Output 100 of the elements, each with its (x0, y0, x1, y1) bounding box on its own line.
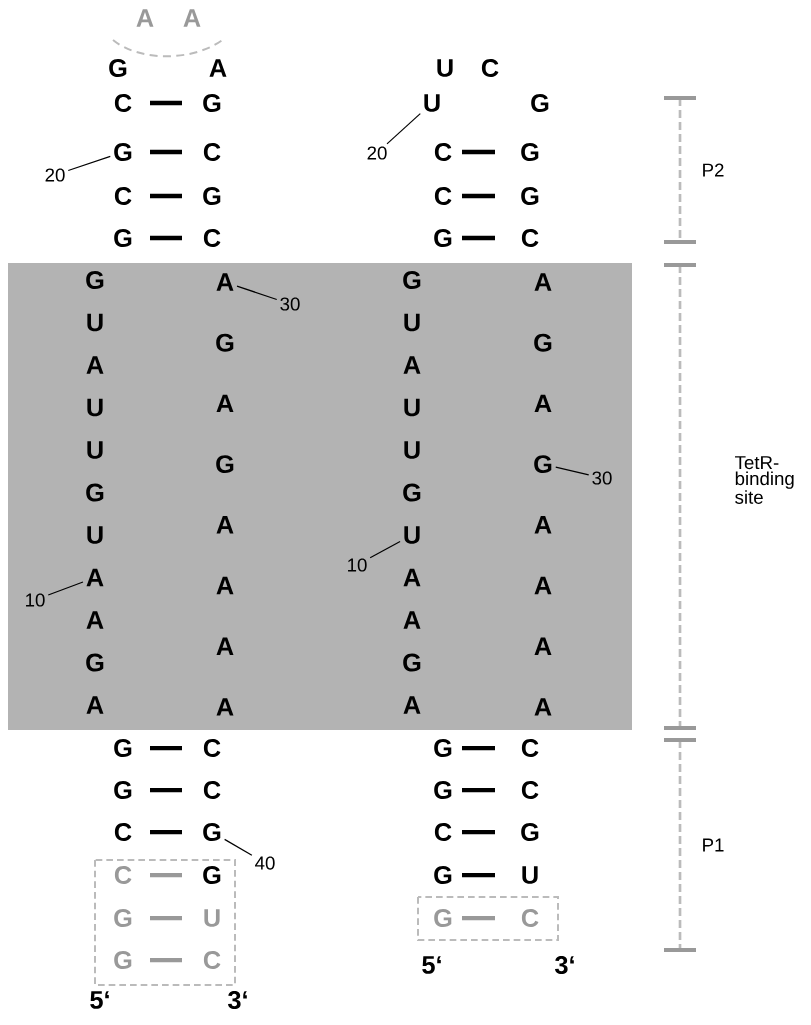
base-letter: U (404, 441, 420, 459)
base-letter: G (531, 94, 549, 112)
base-letter: A (216, 576, 234, 595)
base-letter: U (522, 866, 538, 884)
base-letter: G (114, 229, 132, 247)
base-letter: A (534, 273, 552, 291)
base-letter: C (521, 739, 539, 757)
base-letter: C (434, 143, 452, 161)
base-letter: G (203, 823, 221, 841)
base-letter: G (114, 143, 132, 161)
base-letter: G (521, 187, 539, 205)
base-letter: A (534, 394, 552, 413)
base-letter: G (534, 455, 552, 474)
base-letter: A (216, 394, 234, 413)
base-letter: G (216, 333, 234, 352)
base-letter: U (87, 526, 103, 544)
base-letter: A (183, 9, 201, 27)
base-letter: C (114, 187, 132, 205)
base-letter: C (481, 59, 499, 77)
position-number: 20 (367, 146, 387, 160)
base-letter: G (86, 483, 104, 502)
base-letter: G (203, 187, 221, 205)
base-letter: A (534, 698, 552, 716)
base-letter: A (86, 696, 104, 714)
base-letter: U (87, 313, 103, 332)
base-letter: U (87, 398, 103, 417)
base-letter: U (437, 59, 453, 77)
base-letter: A (216, 637, 234, 655)
base-letter: A (216, 516, 234, 534)
base-letter: G (86, 653, 104, 672)
base-letter: G (534, 333, 552, 352)
base-letter: G (434, 866, 452, 884)
base-letter: A (403, 568, 421, 587)
base-letter: C (521, 909, 539, 927)
base-letter: C (114, 866, 132, 884)
base-letter: A (403, 696, 421, 714)
position-number: 20 (45, 168, 65, 182)
base-letter: G (434, 229, 452, 247)
base-letter: U (404, 526, 420, 544)
position-number: 30 (592, 471, 612, 485)
position-number: 10 (348, 558, 367, 572)
base-letter: A (534, 516, 552, 534)
base-letter: G (434, 909, 452, 927)
base-letter: C (203, 951, 221, 969)
base-letter: A (86, 568, 104, 587)
base-letter: C (521, 781, 539, 799)
region-label: P1 (703, 838, 724, 852)
end-label: 5‘ (422, 956, 441, 974)
base-letter: C (203, 739, 221, 757)
base-letter: A (534, 576, 552, 595)
base-letter: C (521, 229, 539, 247)
base-letter: G (114, 739, 132, 757)
base-letter: G (403, 653, 421, 672)
base-letter: C (203, 143, 221, 161)
base-letter: G (114, 909, 132, 927)
base-letter: A (86, 356, 104, 374)
position-number: 30 (280, 297, 300, 311)
base-letter: G (521, 143, 539, 161)
region-label: TetR-binding site (735, 456, 794, 504)
base-letter: G (403, 483, 421, 502)
base-letter: A (534, 637, 552, 655)
leader-line (47, 581, 84, 596)
base-letter: A (216, 698, 234, 716)
base-letter: G (521, 823, 539, 841)
base-letter: C (203, 229, 221, 247)
base-letter: U (404, 398, 420, 417)
end-label: 3‘ (228, 991, 247, 1009)
base-letter: A (403, 611, 421, 629)
base-letter: G (434, 781, 452, 799)
position-number: 40 (255, 856, 275, 870)
base-letter: G (203, 866, 221, 884)
leader-line (369, 540, 401, 559)
base-letter: C (434, 823, 452, 841)
end-label: 5‘ (90, 991, 109, 1009)
leader-line (386, 113, 421, 145)
base-letter: A (86, 611, 104, 629)
end-label: 3‘ (555, 956, 574, 974)
base-letter: U (404, 313, 420, 332)
base-letter: G (114, 781, 132, 799)
leader-line (67, 155, 111, 172)
base-letter: U (424, 94, 440, 112)
base-letter: A (136, 9, 154, 27)
base-letter: U (204, 909, 220, 927)
base-letter: G (216, 455, 234, 474)
base-letter: G (434, 739, 452, 757)
base-letter: C (114, 823, 132, 841)
base-letter: C (203, 781, 221, 799)
base-letter: G (403, 271, 421, 289)
base-letter: G (86, 271, 104, 289)
leader-line (236, 285, 278, 301)
base-letter: U (87, 441, 103, 459)
base-letter: G (109, 59, 127, 77)
base-letter: A (403, 356, 421, 374)
region-label: P2 (703, 163, 724, 177)
base-letter: A (216, 273, 234, 291)
base-letter: G (203, 94, 221, 112)
base-letter: A (209, 59, 227, 77)
leader-line (224, 838, 253, 856)
position-number: 10 (26, 593, 45, 607)
base-letter: C (114, 94, 132, 112)
